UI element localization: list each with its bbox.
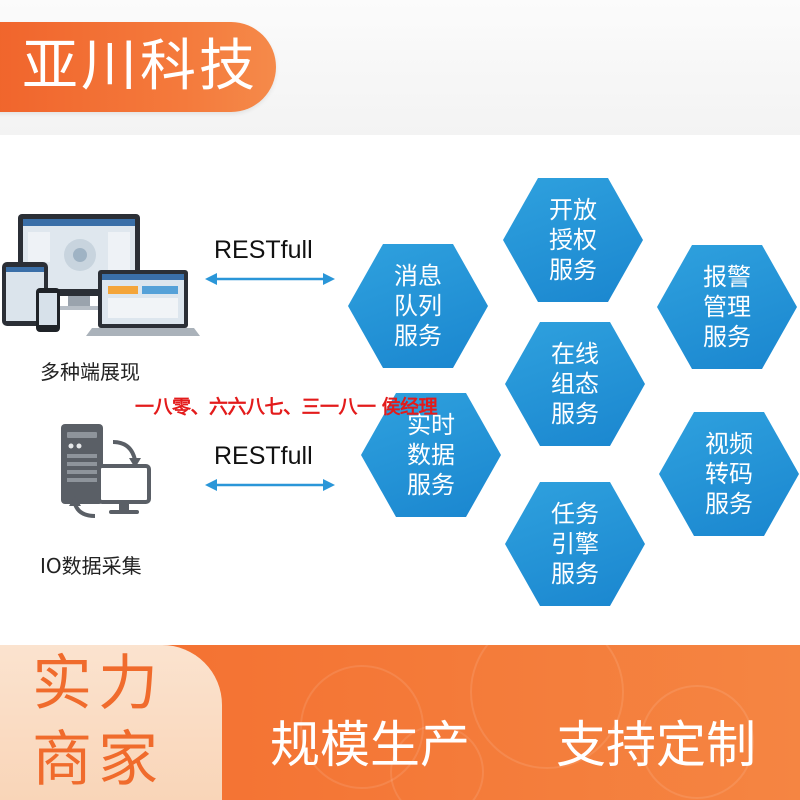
server-computer-icon [61, 424, 151, 518]
service-line: 队列 [394, 292, 442, 320]
brand-banner [0, 22, 276, 112]
service-line: 服务 [394, 322, 442, 350]
service-line: 报警 [703, 263, 751, 291]
double-arrow-icon [205, 273, 335, 285]
service-line: 管理 [703, 293, 751, 321]
service-line: 转码 [705, 460, 753, 488]
service-line: 任务 [551, 500, 599, 528]
service-line: 授权 [549, 226, 597, 254]
double-arrow-icon [205, 479, 335, 491]
devices-icon [2, 214, 200, 336]
service-line: 引擎 [551, 530, 599, 558]
connector-label-top: RESTfull [214, 236, 313, 264]
decorative-swirl [390, 725, 484, 800]
slogan-mass-production: 规模生产 [270, 716, 470, 774]
badge-line-1: 实力 [32, 649, 164, 719]
service-line: 在线 [551, 340, 599, 368]
service-line: 服务 [551, 560, 599, 588]
client-label-io-collection: IO数据采集 [40, 554, 142, 578]
service-line: 视频 [705, 430, 753, 458]
service-line: 数据 [407, 441, 455, 469]
connector-label-bottom: RESTfull [214, 442, 313, 470]
service-line: 消息 [394, 262, 442, 290]
service-hex-message-queue: 消息 队列 服务 [348, 244, 488, 368]
badge-line-2: 商家 [32, 725, 164, 795]
service-line: 服务 [703, 323, 751, 351]
client-label-multi-terminal: 多种端展现 [40, 360, 140, 384]
service-line: 组态 [551, 370, 599, 398]
service-line: 服务 [551, 400, 599, 428]
service-hex-realtime-data: 实时 数据 服务 [361, 393, 501, 517]
service-line: 服务 [407, 471, 455, 499]
contact-overlay-text: 一八零、六六八七、三一八一 侯经理 [135, 396, 438, 418]
brand-title: 亚川科技 [22, 34, 258, 99]
slogan-customization: 支持定制 [556, 716, 756, 774]
decorative-swirl [640, 685, 754, 799]
service-line: 实时 [407, 411, 455, 439]
bottom-banner: 实力 商家 [0, 645, 800, 800]
service-line: 服务 [549, 256, 597, 284]
badge-box: 实力 商家 [0, 645, 222, 800]
service-line: 开放 [549, 196, 597, 224]
service-line: 服务 [705, 490, 753, 518]
